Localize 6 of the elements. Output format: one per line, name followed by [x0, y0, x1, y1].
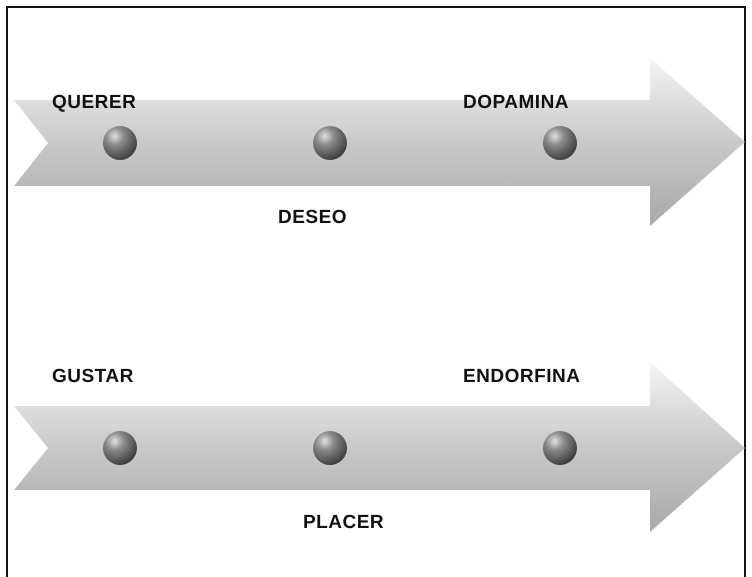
arrow-label: DESEO — [278, 207, 348, 229]
arrow-label: GUSTAR — [52, 366, 134, 388]
arrow-label: QUERER — [52, 92, 136, 114]
arrow-label: DOPAMINA — [463, 92, 570, 114]
arrow-label: ENDORFINA — [463, 366, 580, 388]
arrow-label: PLACER — [303, 512, 384, 534]
